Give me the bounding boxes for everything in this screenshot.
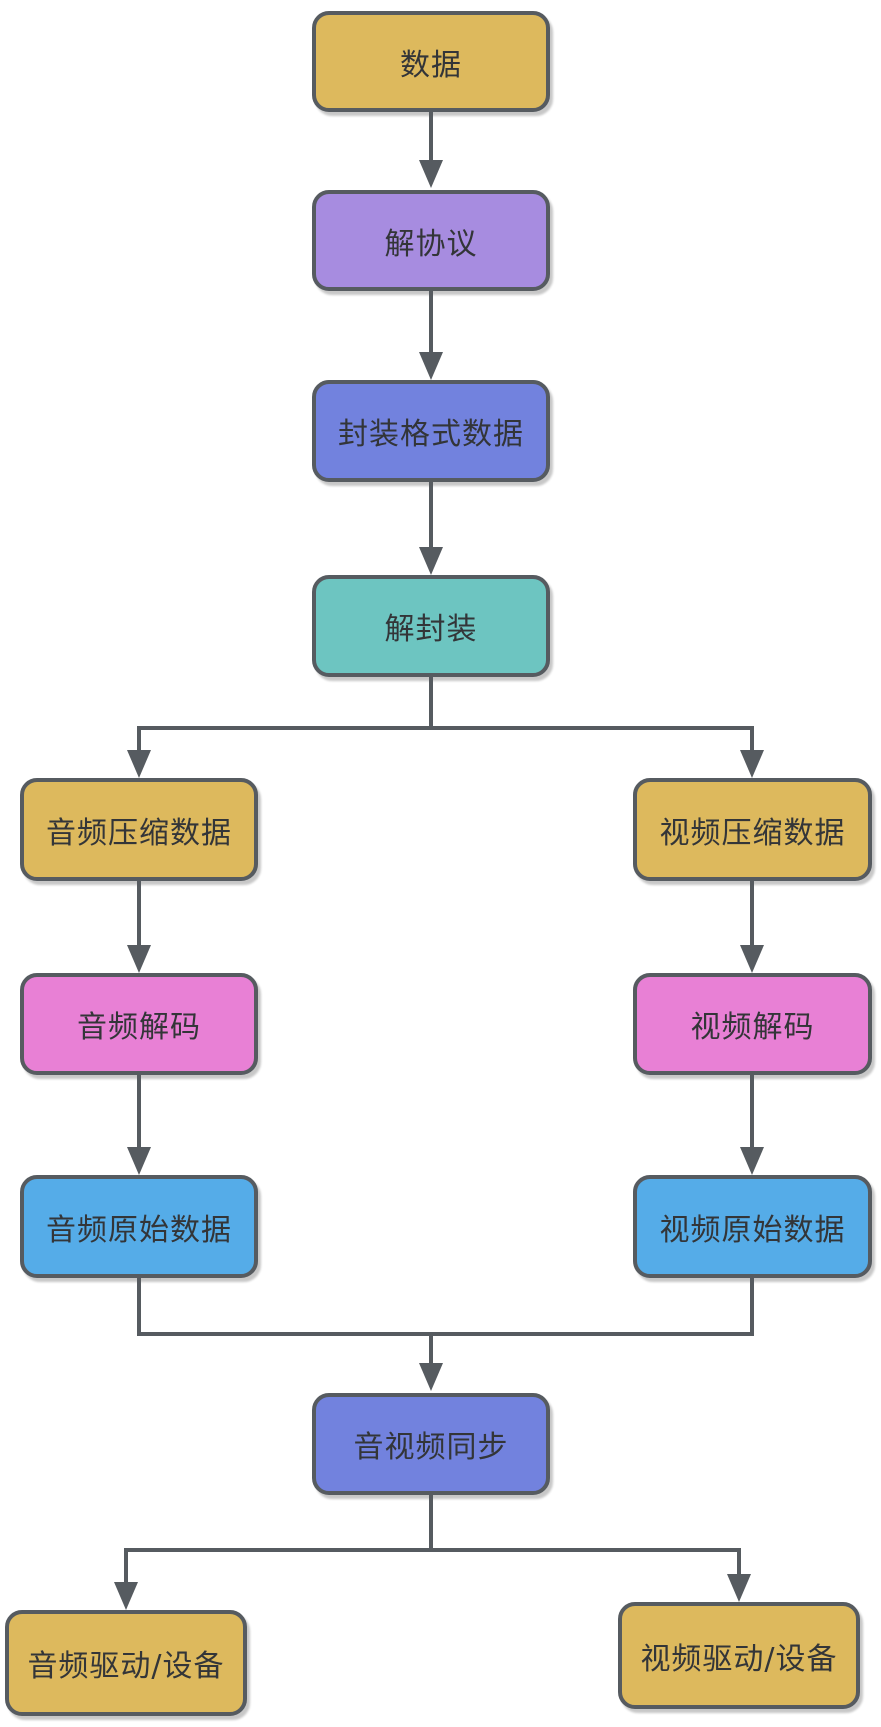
edge-sync-video-drop — [737, 1548, 741, 1574]
edge-araw-merge-drop — [137, 1278, 141, 1336]
node-audio-compressed: 音频压缩数据 — [20, 778, 258, 881]
node-demux-label: 解封装 — [384, 612, 478, 647]
edge-vraw-merge-drop — [750, 1278, 754, 1336]
edge-demux-split-bar — [137, 726, 754, 730]
node-video-decode: 视频解码 — [633, 973, 872, 1075]
node-av-sync-label: 音视频同步 — [353, 1430, 509, 1465]
edge-demux-audio-drop — [137, 726, 141, 752]
edge-vcomp-vdecode-arrowhead — [740, 945, 764, 973]
edge-sync-video-arrowhead — [727, 1574, 751, 1602]
edge-muxed-demux-arrowhead — [419, 547, 443, 575]
node-video-compressed: 视频压缩数据 — [633, 778, 872, 881]
edge-vdecode-vraw-line — [750, 1075, 754, 1147]
edge-unprotocol-muxed-line — [429, 291, 433, 352]
node-demux: 解封装 — [312, 575, 550, 677]
node-video-driver: 视频驱动/设备 — [618, 1602, 860, 1709]
edge-data-unprotocol-arrowhead — [419, 160, 443, 188]
edge-sync-audio-drop — [124, 1548, 128, 1582]
node-video-raw-label: 视频原始数据 — [659, 1212, 846, 1248]
edge-sync-split-bar — [124, 1548, 741, 1552]
edge-adecode-araw-line — [137, 1075, 141, 1147]
edge-unprotocol-muxed-arrowhead — [419, 352, 443, 380]
edge-data-unprotocol-line — [429, 112, 433, 162]
node-video-compressed-label: 视频压缩数据 — [659, 815, 846, 851]
node-unprotocol: 解协议 — [312, 190, 550, 291]
edge-merge-bar — [137, 1332, 754, 1336]
node-audio-decode-label: 音频解码 — [77, 1010, 201, 1045]
edge-merge-stem — [429, 1332, 433, 1363]
edge-merge-arrowhead — [419, 1363, 443, 1391]
node-data: 数据 — [312, 11, 550, 112]
edge-vcomp-vdecode-line — [750, 881, 754, 945]
node-audio-raw: 音频原始数据 — [20, 1175, 258, 1278]
edge-demux-split-stem — [429, 677, 433, 730]
node-audio-driver: 音频驱动/设备 — [5, 1610, 247, 1716]
node-muxed-data: 封装格式数据 — [312, 380, 550, 482]
node-unprotocol-label: 解协议 — [384, 226, 478, 262]
edge-muxed-demux-line — [429, 482, 433, 547]
edge-sync-split-stem — [429, 1495, 433, 1552]
edge-acomp-adecode-arrowhead — [127, 945, 151, 973]
edge-demux-audio-arrowhead — [127, 750, 151, 778]
edge-sync-audio-arrowhead — [114, 1582, 138, 1610]
node-video-driver-label: 视频驱动/设备 — [640, 1641, 838, 1677]
node-video-decode-label: 视频解码 — [690, 1010, 815, 1045]
node-video-raw: 视频原始数据 — [633, 1175, 872, 1278]
edge-demux-video-drop — [750, 726, 754, 752]
node-audio-raw-label: 音频原始数据 — [46, 1212, 232, 1248]
node-audio-decode: 音频解码 — [20, 973, 258, 1075]
node-audio-compressed-label: 音频压缩数据 — [46, 815, 232, 851]
node-audio-driver-label: 音频驱动/设备 — [27, 1649, 225, 1684]
node-data-label: 数据 — [400, 47, 462, 83]
node-av-sync: 音视频同步 — [312, 1393, 550, 1495]
edge-demux-video-arrowhead — [740, 750, 764, 778]
edge-acomp-adecode-line — [137, 881, 141, 945]
edge-vdecode-vraw-arrowhead — [740, 1147, 764, 1175]
edge-adecode-araw-arrowhead — [127, 1147, 151, 1175]
node-muxed-data-label: 封装格式数据 — [338, 417, 524, 452]
